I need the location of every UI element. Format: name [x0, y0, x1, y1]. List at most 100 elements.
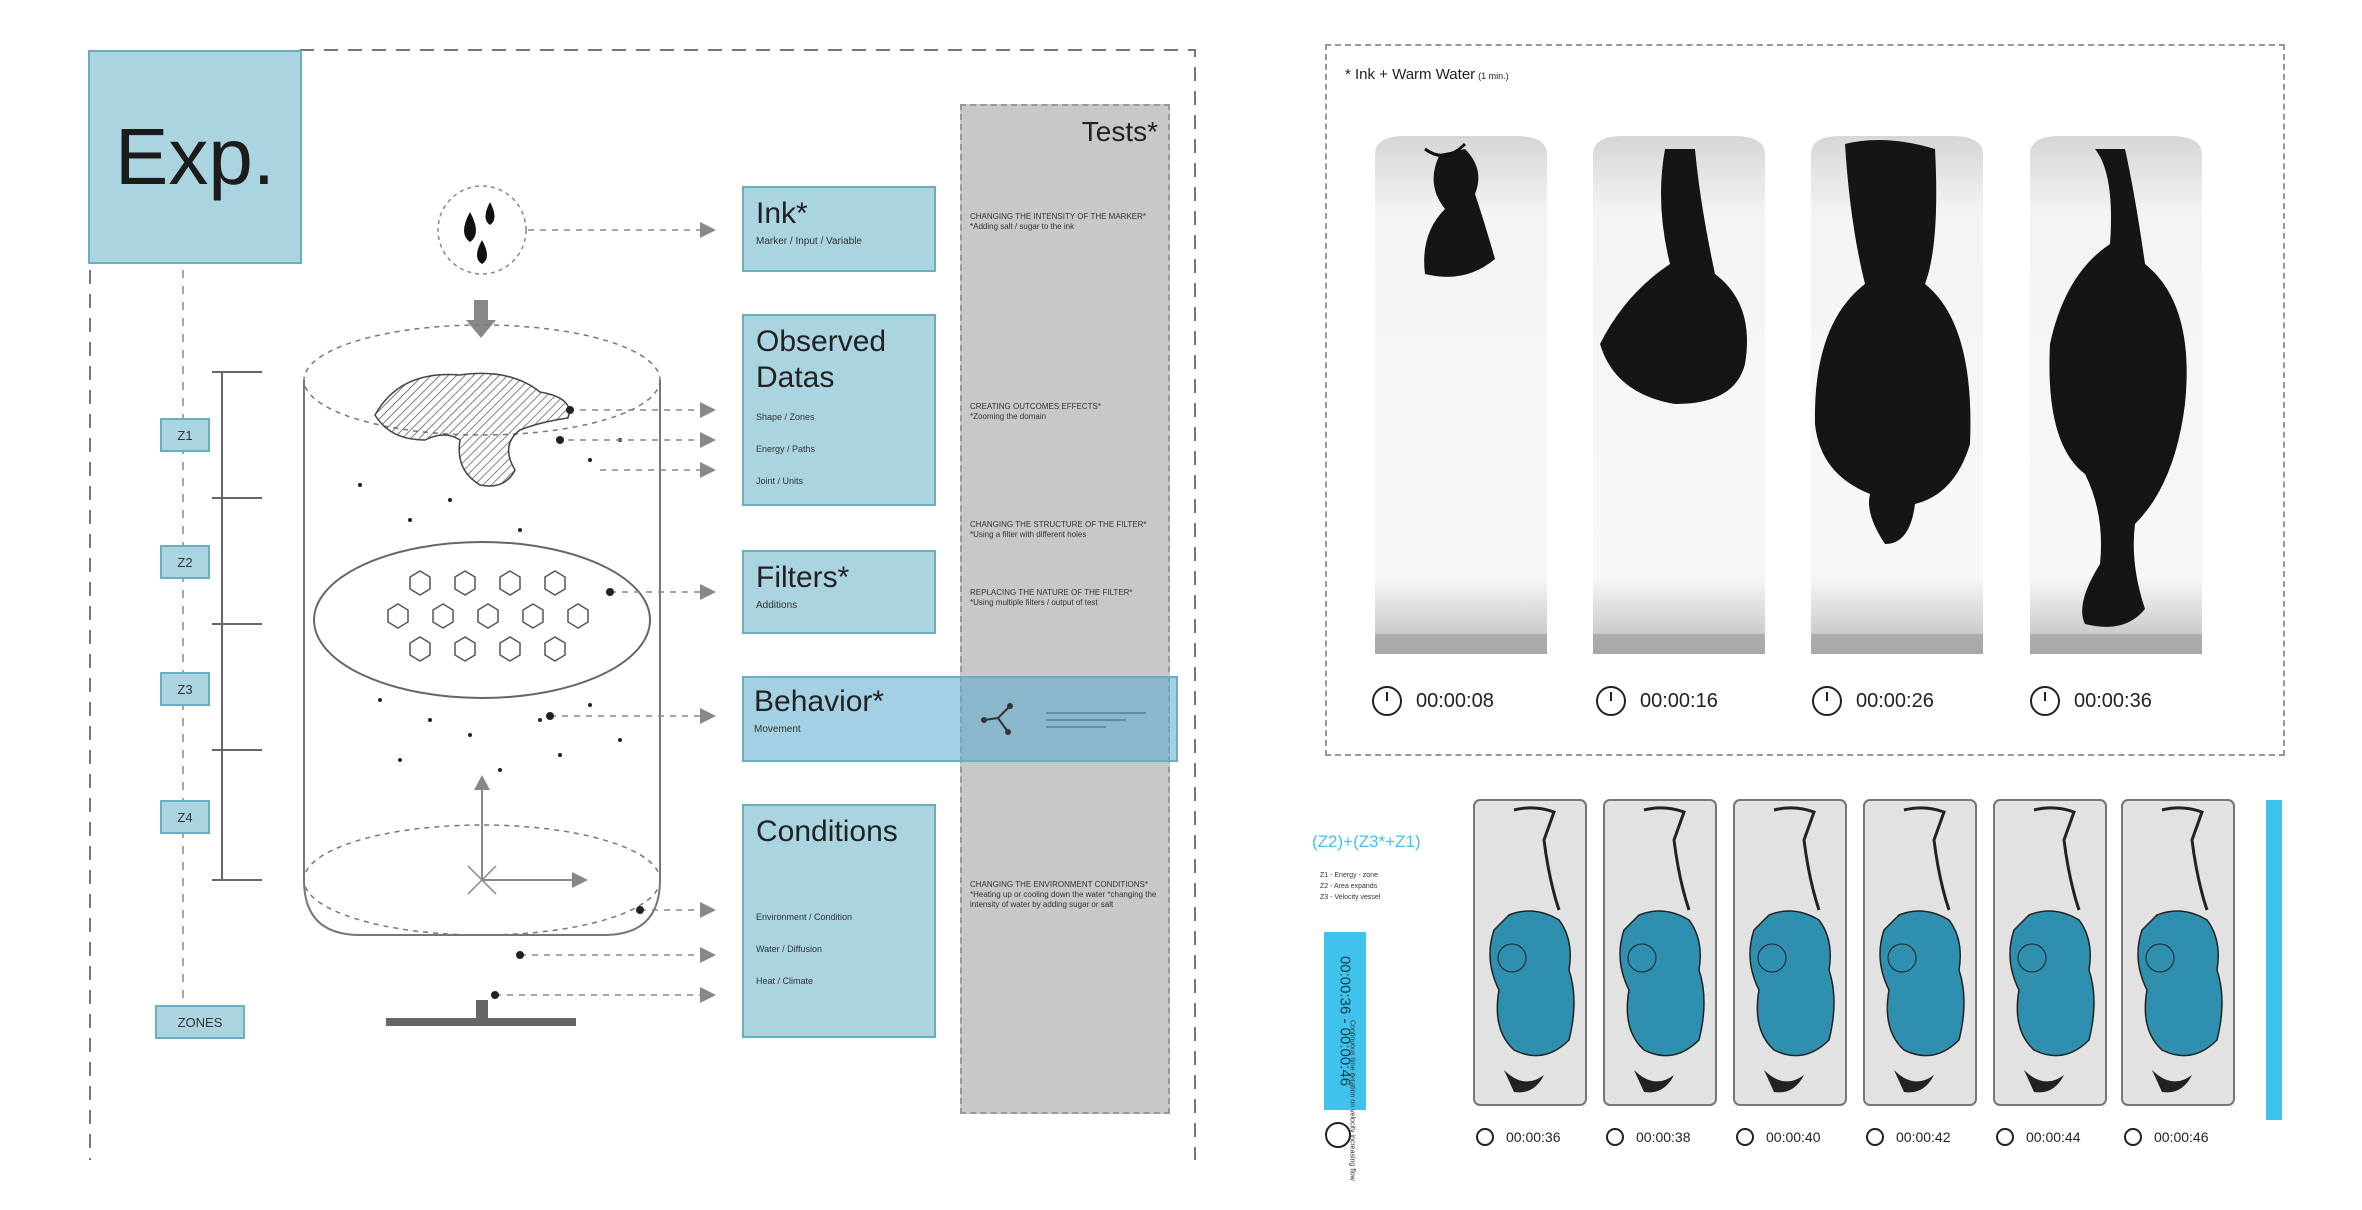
timestamp-label: 00:00:42	[1896, 1129, 1951, 1145]
test-note-caps: Creating outcomes effects*	[970, 402, 1101, 411]
ink-tube-2	[1593, 136, 1765, 654]
stopwatch-icon	[1996, 1128, 2014, 1146]
category-conditions: Conditions Environment / Condition Water…	[742, 804, 936, 1038]
category-title: Observed Datas	[756, 325, 887, 394]
test-note-caps: Replacing the nature of the filter*	[970, 588, 1133, 597]
category-filters: Filters* Additions	[742, 550, 936, 634]
zones-label: ZONES	[155, 1005, 245, 1039]
test-note-detail: *Zooming the domain	[970, 412, 1047, 421]
test-note-detail: *Heating up or cooling down the water *c…	[970, 890, 1157, 909]
small-tubes	[1472, 798, 2236, 1107]
small-timestamp-4: 00:00:42	[1866, 1128, 1951, 1146]
timestamp-1: 00:00:08	[1372, 686, 1494, 716]
small-timestamp-5: 00:00:44	[1996, 1128, 2081, 1146]
small-tube-2	[1602, 798, 1718, 1107]
category-title: Ink*	[756, 197, 808, 230]
timestamp-3: 00:00:26	[1812, 686, 1934, 716]
zone-z1: Z1	[160, 418, 210, 452]
stopwatch-icon	[1866, 1128, 1884, 1146]
stopwatch-icon	[1736, 1128, 1754, 1146]
stopwatch-icon	[2030, 686, 2060, 716]
time-range-bar: 00:00:36 - 00:00:46	[1324, 932, 1366, 1110]
legend-item: Z1 - Energy - zone	[1320, 872, 1378, 879]
test-note-caps: Changing the environment conditions*	[970, 880, 1148, 889]
category-ink: Ink* Marker / Input / Variable	[742, 186, 936, 272]
zone-z3: Z3	[160, 672, 210, 706]
category-title: Conditions	[756, 815, 898, 848]
category-title: Behavior*	[754, 685, 885, 718]
tests-title: Tests*	[1081, 116, 1158, 147]
small-timestamp-1: 00:00:36	[1476, 1128, 1561, 1146]
timestamp-label: 00:00:40	[1766, 1129, 1821, 1145]
category-subtitle: Movement	[754, 724, 801, 735]
small-tube-3	[1732, 798, 1848, 1107]
small-timestamp-3: 00:00:40	[1736, 1128, 1821, 1146]
test-note-detail: *Using a filter with different holes	[970, 530, 1087, 539]
range-stopwatch-icon	[1325, 1122, 1351, 1148]
stopwatch-icon	[1596, 686, 1626, 716]
test-note-caps: Changing the intensity of the marker*	[970, 212, 1147, 221]
category-item: Heat / Climate	[756, 976, 814, 986]
category-observed-datas: Observed Datas Shape / Zones Energy / Pa…	[742, 314, 936, 506]
branch-icon	[981, 703, 1013, 735]
exp-title-box: Exp.	[88, 50, 302, 264]
timestamp-label: 00:00:08	[1416, 689, 1494, 712]
test-note-caps: Changing the structure of the filter*	[970, 520, 1147, 529]
category-item: Water / Diffusion	[756, 944, 823, 954]
timestamp-2: 00:00:16	[1596, 686, 1718, 716]
timestamp-label: 00:00:26	[1856, 689, 1934, 712]
timestamp-label: 00:00:44	[2026, 1129, 2081, 1145]
category-item: Energy / Paths	[756, 444, 816, 454]
category-item: Environment / Condition	[756, 912, 853, 922]
small-timestamp-6: 00:00:46	[2124, 1128, 2209, 1146]
ink-warm-water-heading: * Ink + Warm Water(1 min.)	[1345, 66, 1509, 83]
stopwatch-icon	[1372, 686, 1402, 716]
zone-legend: Z1 - Energy - zone Z2 - Area expands Z3 …	[1320, 870, 1380, 903]
small-timestamp-2: 00:00:38	[1606, 1128, 1691, 1146]
ink-tubes	[1375, 136, 2202, 654]
test-note: Changing the environment conditions* *He…	[970, 880, 1170, 910]
exp-title: Exp.	[114, 112, 276, 201]
timestamp-label: 00:00:38	[1636, 1129, 1691, 1145]
formula-label: (Z2)+(Z3*+Z1)	[1312, 832, 1421, 851]
small-tube-5	[1992, 798, 2108, 1107]
test-note: Replacing the nature of the filter* *Usi…	[970, 588, 1170, 608]
small-tube-4	[1862, 798, 1978, 1107]
category-item: Shape / Zones	[756, 412, 815, 422]
legend-item: Z3 - Velocity vessel	[1320, 894, 1381, 901]
timestamp-label: 00:00:36	[2074, 689, 2152, 712]
category-behavior: Behavior* Movement	[742, 676, 936, 762]
timestamp-label: 00:00:16	[1640, 689, 1718, 712]
test-note-detail: *Using multiple filters / output of test	[970, 598, 1098, 607]
vessel-diagram	[303, 185, 716, 1026]
stopwatch-icon	[2124, 1128, 2142, 1146]
zone-z2: Z2	[160, 545, 210, 579]
right-top-panel: * Ink + Warm Water(1 min.)	[1325, 44, 2285, 756]
zone-z4: Z4	[160, 800, 210, 834]
category-title: Filters*	[756, 561, 850, 594]
ink-tube-4	[2030, 136, 2202, 654]
stopwatch-icon	[1476, 1128, 1494, 1146]
test-note: Creating outcomes effects* *Zooming the …	[970, 402, 1170, 422]
tests-panel: Tests*	[960, 104, 1170, 1114]
left-diagram: Exp. Z1 Z2 Z3 Z4 ZONES	[0, 0, 1200, 1181]
behavior-band-lines	[1046, 712, 1146, 728]
small-tube-1	[1472, 798, 1588, 1107]
small-tube-6	[2120, 798, 2236, 1107]
timestamp-label: 00:00:36	[1506, 1129, 1561, 1145]
category-subtitle: Additions	[756, 600, 798, 611]
legend-item: Z2 - Area expands	[1320, 883, 1378, 890]
category-item: Joint / Units	[756, 476, 804, 486]
timestamp-label: 00:00:46	[2154, 1129, 2209, 1145]
ink-tube-1	[1375, 136, 1547, 654]
test-note-detail: *Adding salt / sugar to the ink	[970, 222, 1075, 231]
right-blue-strip	[2266, 800, 2282, 1120]
test-note: Changing the intensity of the marker* *A…	[970, 212, 1170, 232]
timestamp-4: 00:00:36	[2030, 686, 2152, 716]
test-note: Changing the structure of the filter* *U…	[970, 520, 1170, 540]
category-subtitle: Marker / Input / Variable	[756, 236, 862, 247]
stopwatch-icon	[1606, 1128, 1624, 1146]
left-frame	[89, 49, 1196, 1160]
ink-tube-3	[1811, 136, 1983, 654]
stopwatch-icon	[1812, 686, 1842, 716]
